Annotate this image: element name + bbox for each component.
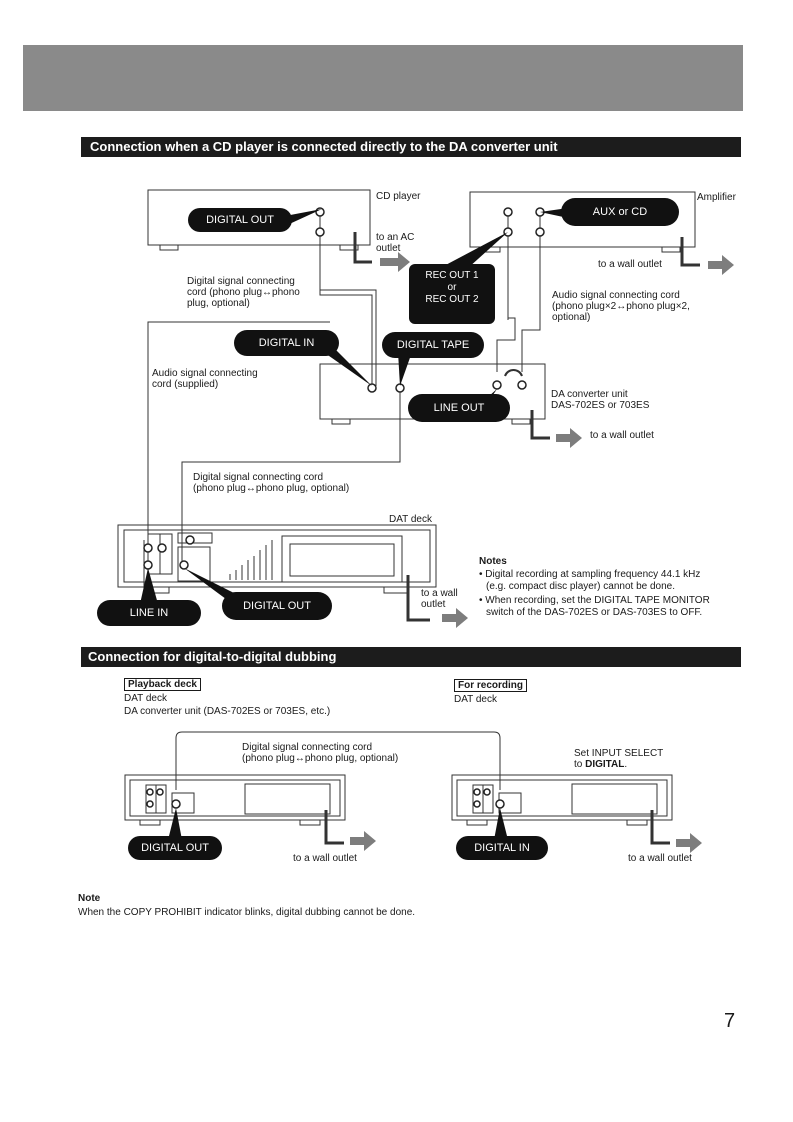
set-input-prefix: to [574,759,586,770]
note-text: When the COPY PROHIBIT indicator blinks,… [78,907,416,918]
da-wall-outlet-label: to a wall outlet [590,430,654,441]
set-input-suffix: . [624,759,628,770]
da-converter-label-1: DA converter unit [551,389,628,400]
rec-out-1-label: REC OUT 1 [425,270,479,281]
digital-cord-1-line-a: Digital signal connecting [187,276,295,287]
set-input-select-line-1: Set INPUT SELECT [574,748,664,759]
amp-jack [503,207,513,217]
playback-deck-heading-text: Playback deck [124,678,201,691]
note-1-line-b: (e.g. compact disc player) cannot be don… [486,581,675,592]
note-2-line-b: switch of the DAS-702ES or DAS-703ES to … [486,607,703,618]
for-recording-heading: For recording [454,679,528,692]
da-line-out-jack [492,380,502,390]
ac-outlet-label-1: to an AC [376,232,415,243]
amp-wall-outlet-label: to a wall outlet [598,259,662,270]
playback-line-1: DAT deck [124,693,167,704]
rec-out-callout: REC OUT 1 or REC OUT 2 [409,264,495,324]
set-input-select-line-2: to DIGITAL. [574,759,627,771]
for-recording-heading-text: For recording [454,679,528,692]
amplifier-label: Amplifier [697,192,736,203]
dat-digital-out-callout: DIGITAL OUT [222,592,332,620]
dubbing-digital-out-callout: DIGITAL OUT [128,836,222,860]
digital-cord-2-line-a: Digital signal connecting cord [193,472,324,483]
digital-tape-callout: DIGITAL TAPE [382,332,484,358]
audio-cord-sup-line-a: Audio signal connecting [152,368,258,379]
dubbing-cord-line-a: Digital signal connecting cord [242,742,373,753]
recording-line-1: DAT deck [454,694,497,705]
cd-player-label: CD player [376,191,421,202]
note-1-line-a: • Digital recording at sampling frequenc… [479,569,701,580]
dubbing-wall-outlet-right: to a wall outlet [628,853,692,864]
note-heading: Note [78,893,101,904]
digital-cord-1-line-c: plug, optional) [187,298,250,309]
audio-cord-sup-line-b: cord (supplied) [152,379,219,390]
rec-or-label: or [447,282,457,293]
cd-digital-out-callout: DIGITAL OUT [188,208,292,232]
note-2-line-a: • When recording, set the DIGITAL TAPE M… [479,595,710,606]
header-band [23,45,743,111]
notes-heading: Notes [479,556,507,567]
page-number: 7 [724,1010,736,1032]
cd-digital-out-jack [315,207,325,217]
section1-title-bar [81,137,741,157]
dubbing-digital-in-callout: DIGITAL IN [456,836,548,860]
digital-in-callout: DIGITAL IN [234,330,339,356]
dat-deck-label: DAT deck [389,514,432,525]
playback-deck-heading: Playback deck [124,678,201,691]
dat-wall-outlet-label-2: outlet [421,599,446,610]
da-digital-in-jack [367,383,377,393]
dat-wall-outlet-label-1: to a wall [421,588,458,599]
line-out-callout: LINE OUT [408,394,510,422]
dubbing-cord-line-b: (phono plug↔phono plug, optional) [242,753,399,764]
da-converter-label-2: DAS-702ES or 703ES [551,400,650,411]
line-in-callout: LINE IN [97,600,201,626]
dubbing-playback-deck [124,774,346,821]
dat-deck-unit [117,524,437,588]
aux-or-cd-callout: AUX or CD [561,198,679,226]
section1-title: Connection when a CD player is connected… [90,139,558,154]
rec-out-2-label: REC OUT 2 [425,294,479,305]
digital-cord-1-line-b: cord (phono plug↔phono [187,287,300,298]
digital-cord-2-line-b: (phono plug↔phono plug, optional) [193,483,350,494]
audio-cord-opt-line-b: (phono plug×2↔phono plug×2, [552,301,690,312]
audio-cord-opt-line-c: optional) [552,312,591,323]
playback-line-2: DA converter unit (DAS-702ES or 703ES, e… [124,706,331,717]
ac-outlet-label-2: outlet [376,243,401,254]
section2-title-bar [81,647,741,667]
section2-title: Connection for digital-to-digital dubbin… [88,649,337,664]
dubbing-wall-outlet-left: to a wall outlet [293,853,357,864]
set-input-value: DIGITAL [585,759,625,770]
audio-cord-opt-line-a: Audio signal connecting cord [552,290,680,301]
dat-digital-out-jack [179,560,189,570]
